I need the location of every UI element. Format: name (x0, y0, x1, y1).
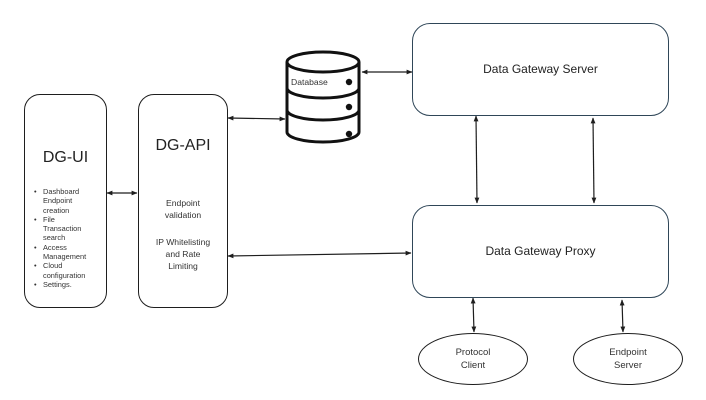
data-gateway-server-node[interactable]: Data Gateway Server (412, 23, 669, 116)
edge-proxy-endpoint-server (619, 299, 626, 333)
edge-server-proxy-left (473, 115, 480, 204)
feature-item: Cloud configuration (34, 261, 86, 280)
data-gateway-proxy-node[interactable]: Data Gateway Proxy (412, 205, 669, 298)
edge-server-proxy-right (590, 117, 597, 204)
endpoint-server-label: Endpoint Server (609, 347, 647, 371)
feature-item: Dashboard Endpoint creation (34, 187, 86, 215)
database-indicator-dot (345, 78, 353, 86)
dg-api-validation-text: Endpoint validation (164, 198, 202, 220)
database-icon (285, 50, 361, 144)
database-node[interactable]: Database (283, 48, 363, 146)
database-label: Database (291, 77, 328, 87)
feature-item: Settings. (34, 280, 86, 290)
protocol-client-node[interactable]: Protocol Client (418, 333, 528, 385)
dg-ui-node[interactable]: DG-UI Dashboard Endpoint creation File T… (24, 94, 107, 308)
feature-item: Access Management (34, 243, 86, 262)
edge-proxy-protocol-client (470, 297, 477, 333)
dg-api-node[interactable]: DG-API Endpoint validation IP Whitelisti… (138, 94, 228, 308)
dg-api-title: DG-API (155, 137, 211, 154)
database-indicator-dot (345, 103, 353, 111)
protocol-client-label: Protocol Client (455, 347, 491, 371)
database-indicator-dot (345, 130, 353, 138)
dg-api-whitelisting-text: IP Whitelisting and Rate Limiting (155, 237, 211, 271)
data-gateway-proxy-label: Data Gateway Proxy (485, 244, 596, 258)
dg-ui-title: DG-UI (42, 149, 89, 166)
edge-api-database (227, 115, 286, 122)
endpoint-server-node[interactable]: Endpoint Server (573, 333, 683, 385)
data-gateway-server-label: Data Gateway Server (483, 62, 598, 76)
edge-api-proxy (227, 250, 412, 259)
feature-item: File Transaction search (34, 215, 86, 243)
dg-ui-feature-list: Dashboard Endpoint creation File Transac… (33, 187, 86, 290)
